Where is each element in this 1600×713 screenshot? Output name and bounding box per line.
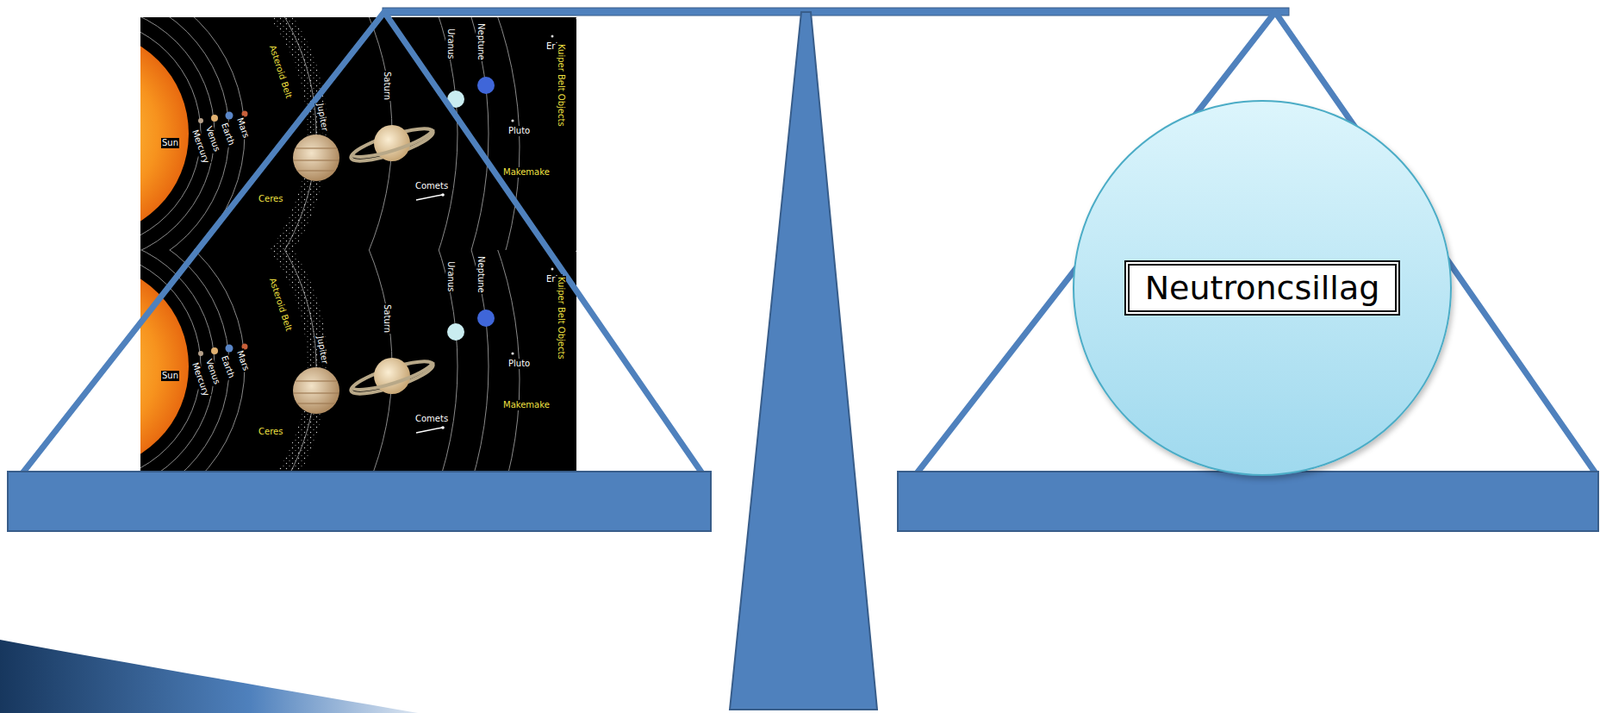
solar-system-label: Uranus xyxy=(445,27,456,60)
solar-system-label: Uranus xyxy=(445,260,456,293)
label-box: Neutroncsillag xyxy=(1124,260,1401,316)
solar-system-label: Sun xyxy=(161,137,180,149)
solar-system-label: Neptune xyxy=(475,22,486,62)
solar-system-label: Saturn xyxy=(381,70,393,101)
neutron-star-circle: Neutroncsillag xyxy=(1072,99,1452,476)
solar-system-label: Makemake xyxy=(502,399,551,411)
solar-system-label: Makemake xyxy=(502,167,551,178)
solar-system-label: Kuiper Belt Objects xyxy=(555,275,567,361)
solar-system-label: Ceres xyxy=(257,193,284,205)
solar-system-label: Kuiper Belt Objects xyxy=(555,43,567,128)
solar-system-label: Pluto xyxy=(507,358,531,369)
solar-system-label: Neptune xyxy=(475,255,486,294)
solar-system-label: Pluto xyxy=(507,125,531,137)
solar-system-label: Sun xyxy=(161,370,180,381)
solar-system-label: Saturn xyxy=(381,303,393,334)
solar-system-label: Ceres xyxy=(257,426,284,437)
solar-system-label: Comets xyxy=(414,413,449,424)
solar-system-label: Comets xyxy=(414,180,449,192)
